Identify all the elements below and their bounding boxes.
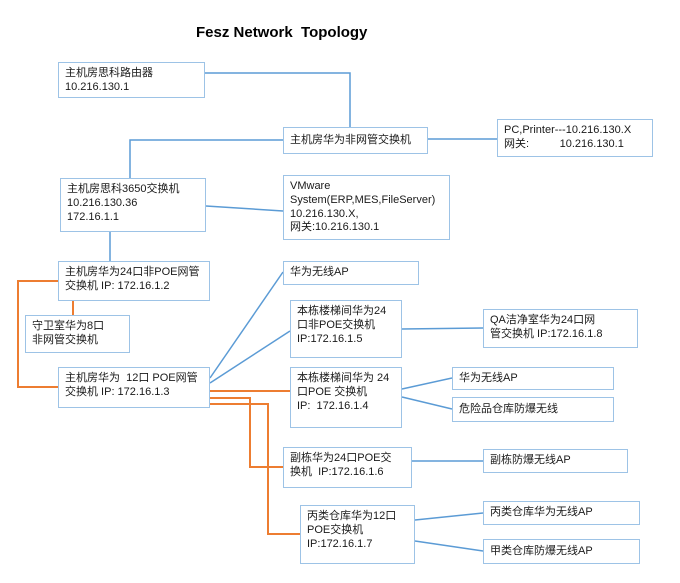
node-qa-clean-switch: QA洁净室华为24口网 管交换机 IP:172.16.1.8 (483, 309, 638, 348)
node-hazard-ap: 危险品仓库防爆无线 (452, 397, 614, 422)
node-warehouse-c-ap: 丙类仓库华为无线AP (483, 501, 640, 525)
node-ap-stair-label: 华为无线AP (459, 371, 518, 384)
link-poe12-apmain (209, 271, 284, 379)
link-core-cisco (129, 139, 283, 178)
node-ap-main-label: 华为无线AP (290, 266, 349, 279)
node-annex-ap: 副栋防爆无线AP (483, 449, 628, 473)
link-router-core (205, 72, 351, 127)
node-router-label: 主机房思科路由器 10.216.130.1 (65, 67, 153, 93)
link-warehousec-waap (414, 540, 484, 552)
link-poe12-stairnonpoe (209, 330, 291, 384)
node-warehouse-a-ap: 甲类仓库防爆无线AP (483, 539, 640, 564)
node-ap-main: 华为无线AP (283, 261, 419, 285)
node-ap-stair: 华为无线AP (452, 367, 614, 390)
node-nonpoe-24-switch-label: 主机房华为24口非POE网管 交换机 IP: 172.16.1.2 (65, 266, 200, 292)
link-nonpoe24-poe12 (17, 280, 58, 388)
link-stairpoe-hazard (401, 396, 453, 410)
link-cisco-vmware (205, 205, 284, 212)
node-poe-12-switch: 主机房华为 12口 POE网管 交换机 IP: 172.16.1.3 (58, 367, 210, 408)
node-poe-12-switch-label: 主机房华为 12口 POE网管 交换机 IP: 172.16.1.3 (65, 372, 198, 398)
node-hazard-ap-label: 危险品仓库防爆无线 (459, 402, 558, 415)
diagram-title: Fesz Network Topology (196, 24, 368, 41)
link-poe12-warehousec (210, 403, 300, 535)
node-warehouse-c-switch: 丙类仓库华为12口 POE交换机 IP:172.16.1.7 (300, 505, 415, 564)
node-nonpoe-24-switch: 主机房华为24口非POE网管 交换机 IP: 172.16.1.2 (58, 261, 210, 301)
node-annex-ap-label: 副栋防爆无线AP (490, 454, 571, 467)
node-vmware: VMware System(ERP,MES,FileServer) 10.216… (283, 175, 450, 240)
node-guard-room-switch: 守卫室华为8口 非网管交换机 (25, 315, 130, 353)
link-warehousec-wcap (414, 512, 484, 521)
node-qa-clean-switch-label: QA洁净室华为24口网 管交换机 IP:172.16.1.8 (490, 314, 603, 340)
node-annex-poe-switch-label: 副栋华为24口POE交 换机 IP:172.16.1.6 (290, 452, 392, 478)
node-pc-printer-label: PC,Printer---10.216.130.X 网关: 10.216.130… (504, 124, 632, 150)
node-vmware-label: VMware System(ERP,MES,FileServer) 10.216… (290, 180, 436, 234)
node-cisco-3650: 主机房思科3650交换机 10.216.130.36 172.16.1.1 (60, 178, 206, 232)
node-warehouse-c-ap-label: 丙类仓库华为无线AP (490, 506, 593, 519)
node-stair-nonpoe-switch-label: 本栋楼梯间华为24 口非POE交换机 IP:172.16.1.5 (297, 305, 387, 345)
node-router: 主机房思科路由器 10.216.130.1 (58, 62, 205, 98)
node-warehouse-a-ap-label: 甲类仓库防爆无线AP (490, 544, 593, 557)
node-stair-poe-switch: 本栋楼梯间华为 24 口POE 交换机 IP: 172.16.1.4 (290, 367, 402, 428)
link-poe12-annex (210, 397, 283, 468)
node-guard-room-switch-label: 守卫室华为8口 非网管交换机 (32, 320, 105, 346)
node-stair-nonpoe-switch: 本栋楼梯间华为24 口非POE交换机 IP:172.16.1.5 (290, 300, 402, 358)
node-annex-poe-switch: 副栋华为24口POE交 换机 IP:172.16.1.6 (283, 447, 412, 488)
node-core-switch: 主机房华为非网管交换机 (283, 127, 428, 154)
node-cisco-3650-label: 主机房思科3650交换机 10.216.130.36 172.16.1.1 (67, 183, 180, 223)
node-core-switch-label: 主机房华为非网管交换机 (290, 133, 411, 146)
link-stairpoe-apstair (401, 377, 453, 390)
node-warehouse-c-switch-label: 丙类仓库华为12口 POE交换机 IP:172.16.1.7 (307, 510, 397, 550)
node-stair-poe-switch-label: 本栋楼梯间华为 24 口POE 交换机 IP: 172.16.1.4 (297, 372, 390, 412)
node-pc-printer: PC,Printer---10.216.130.X 网关: 10.216.130… (497, 119, 653, 157)
link-stairnonpoe-qa (401, 327, 484, 330)
